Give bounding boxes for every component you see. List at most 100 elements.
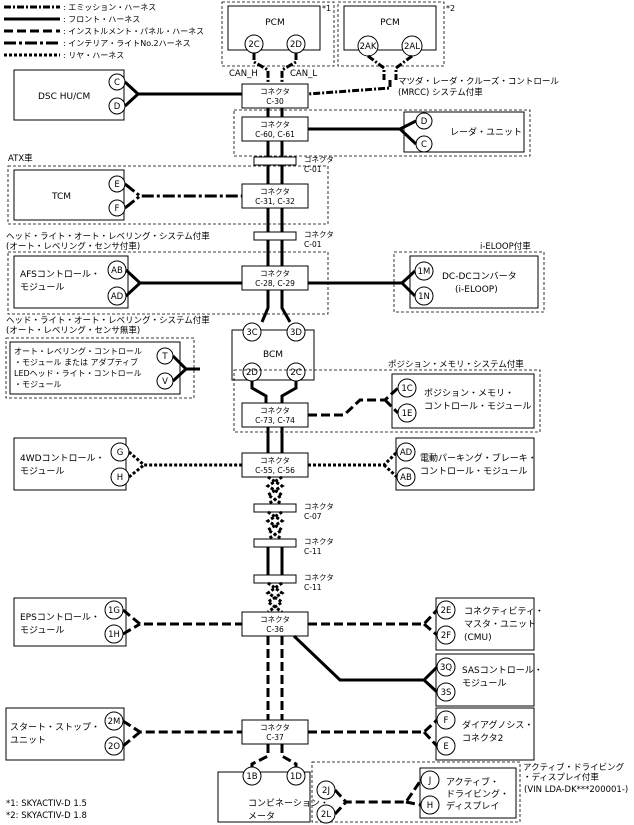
- dlc2-name-1: ダイアグノシス・: [462, 719, 533, 731]
- connector-c11-a-title: コネクタ: [304, 537, 334, 546]
- legend: : エミッション・ハーネス : フロント・ハーネス : インストルメント・パネル…: [4, 3, 204, 60]
- pcm1-pin-2d-label: 2D: [290, 40, 302, 50]
- connector-c73: [241, 402, 309, 428]
- ads-label-3: (VIN LDA-DK***200001-): [524, 785, 628, 795]
- sas-pin-3s-label: 3S: [441, 688, 452, 698]
- combi-pin-1b: [242, 766, 262, 786]
- bcm-pin-3d: [286, 322, 306, 342]
- cmu-pin-2f-label: 2F: [441, 631, 451, 641]
- cmu-name-3: (CMU): [464, 633, 492, 643]
- ieloop-label: i-ELOOP付車: [480, 241, 531, 252]
- dcdc-name-2: (i-ELOOP): [455, 285, 498, 295]
- dlc2-name-2: コネクタ2: [462, 733, 503, 744]
- connector-c07-title: コネクタ: [304, 502, 334, 511]
- dcdc-name-1: DC-DCコンバータ: [442, 271, 517, 282]
- atx-label: ATX車: [8, 153, 33, 164]
- ads-name-1: アクティブ・: [446, 776, 499, 788]
- dsc-box: [13, 69, 125, 121]
- hl-nosensor-label-2: (オート・レベリング・センサ無車): [6, 325, 140, 336]
- backbone-c73-c55: [266, 427, 284, 453]
- autolevel-name-3: LEDヘッド・ライト・コントロール: [14, 369, 142, 378]
- sas-harness: [292, 634, 439, 694]
- connector-c37-id: C-37: [266, 733, 284, 742]
- start-stop-harness: [122, 719, 242, 748]
- backbone-c31-c01: [266, 208, 284, 232]
- connector-c28: [241, 265, 309, 291]
- mrcc-label-2: (MRCC) システム付車: [398, 87, 483, 98]
- connector-c01-b: [253, 231, 297, 241]
- connector-c01-a-title: コネクタ: [304, 155, 334, 164]
- connector-c11-b: [253, 574, 297, 584]
- pcm1-box: [227, 5, 321, 51]
- start-stop-pin-2o-label: 2O: [108, 742, 120, 752]
- connector-c11-a: [253, 538, 297, 548]
- backbone-c30-c60: [266, 108, 284, 117]
- pcm2-box: [343, 5, 437, 51]
- backbone-c60-c01: [266, 141, 284, 157]
- cmu-name-2: マスタ・ユニット: [464, 619, 536, 630]
- backbone-c36-c37: [266, 636, 284, 720]
- hl-level-label-2: (オート・レベリング・センサ付車): [6, 241, 140, 252]
- awd-name-2: モジュール: [20, 467, 64, 477]
- posmem-box: [391, 373, 535, 429]
- dlc2-pin-f-label: F: [444, 716, 449, 726]
- connector-c11-a-id: C-11: [304, 547, 322, 556]
- ads-name-2: ドライビング・: [446, 788, 509, 800]
- connector-c73-title: コネクタ: [260, 406, 290, 415]
- cmu-name-1: コネクティビティ・: [464, 606, 544, 617]
- afs-harness: [124, 268, 242, 298]
- tcm-box: [13, 169, 125, 221]
- connector-c60-title: コネクタ: [260, 120, 290, 129]
- legend-emission-label: : エミッション・ハーネス: [63, 3, 156, 12]
- connector-c11-b-id: C-11: [304, 583, 322, 592]
- eps-name-2: モジュール: [20, 626, 64, 636]
- dsc-name: DSC HU/CM: [38, 92, 90, 102]
- posmem-pin-1e-label: 1E: [402, 409, 413, 419]
- connector-c37: [241, 719, 309, 745]
- tcm-pin-f-label: F: [115, 204, 120, 214]
- mrcc-option-frame: [233, 109, 531, 157]
- backbone-c01-c31: [266, 165, 284, 184]
- dlc2-harness: [308, 718, 439, 748]
- pcm2-name: PCM: [380, 18, 399, 28]
- mrcc-harness: [307, 80, 392, 96]
- footnote-1: *1: SKYACTIV-D 1.5: [6, 799, 87, 809]
- afs-name-1: AFSコントロール・: [20, 270, 100, 280]
- start-stop-box: [5, 707, 125, 761]
- ads-pin-j: [420, 770, 440, 790]
- can-l-label: CAN_L: [290, 69, 317, 79]
- start-stop-pin-2m-label: 2M: [108, 717, 121, 727]
- awd-pin-g-label: G: [117, 448, 124, 458]
- pcm2-pin-2ak-label: 2AK: [360, 42, 377, 52]
- pcm2-option-frame: [337, 1, 445, 67]
- dsc-pin-c-label: C: [114, 78, 120, 88]
- eps-harness: [122, 608, 242, 636]
- radar-name: レーダ・ユニット: [450, 126, 522, 138]
- connector-c60-id: C-60, C-61: [255, 130, 295, 139]
- twisted-c55-c07: [265, 475, 285, 506]
- backbone-c28-bcm: [260, 290, 292, 323]
- autolevel-harness: [171, 354, 200, 383]
- eps-name-1: EPSコントロール・: [20, 613, 100, 623]
- ads-name-3: ディスプレイ: [446, 800, 499, 812]
- radar-pin-c-label: C: [421, 140, 427, 150]
- dcdc-pin-1n-label: 1N: [418, 292, 430, 302]
- connector-c30: [241, 83, 309, 109]
- epb-pin-ad: [396, 442, 416, 462]
- posmem-option-frame: [233, 369, 541, 433]
- pcm1-harness: [252, 53, 298, 84]
- epb-name-1: 電動パーキング・ブレーキ・: [420, 452, 537, 464]
- connector-c01-a-id: C-01: [304, 165, 322, 174]
- pcm2-harness: [367, 54, 413, 80]
- connector-c36-id: C-36: [266, 625, 284, 634]
- footnote-2: *2: SKYACTIV-D 1.8: [6, 811, 87, 821]
- combi-pin-2j-label: 2J: [322, 786, 330, 796]
- tcm-pin-e-label: E: [114, 180, 119, 190]
- connector-c07: [253, 503, 297, 513]
- combi-name-1: コンビネーション・: [248, 798, 329, 809]
- pcm1-mark: *1: [322, 4, 331, 13]
- autolevel-pin-v-label: V: [162, 377, 168, 387]
- tcm-name: TCM: [51, 192, 71, 202]
- twisted-c11-c36: [265, 581, 285, 614]
- combi-harness: [250, 744, 298, 770]
